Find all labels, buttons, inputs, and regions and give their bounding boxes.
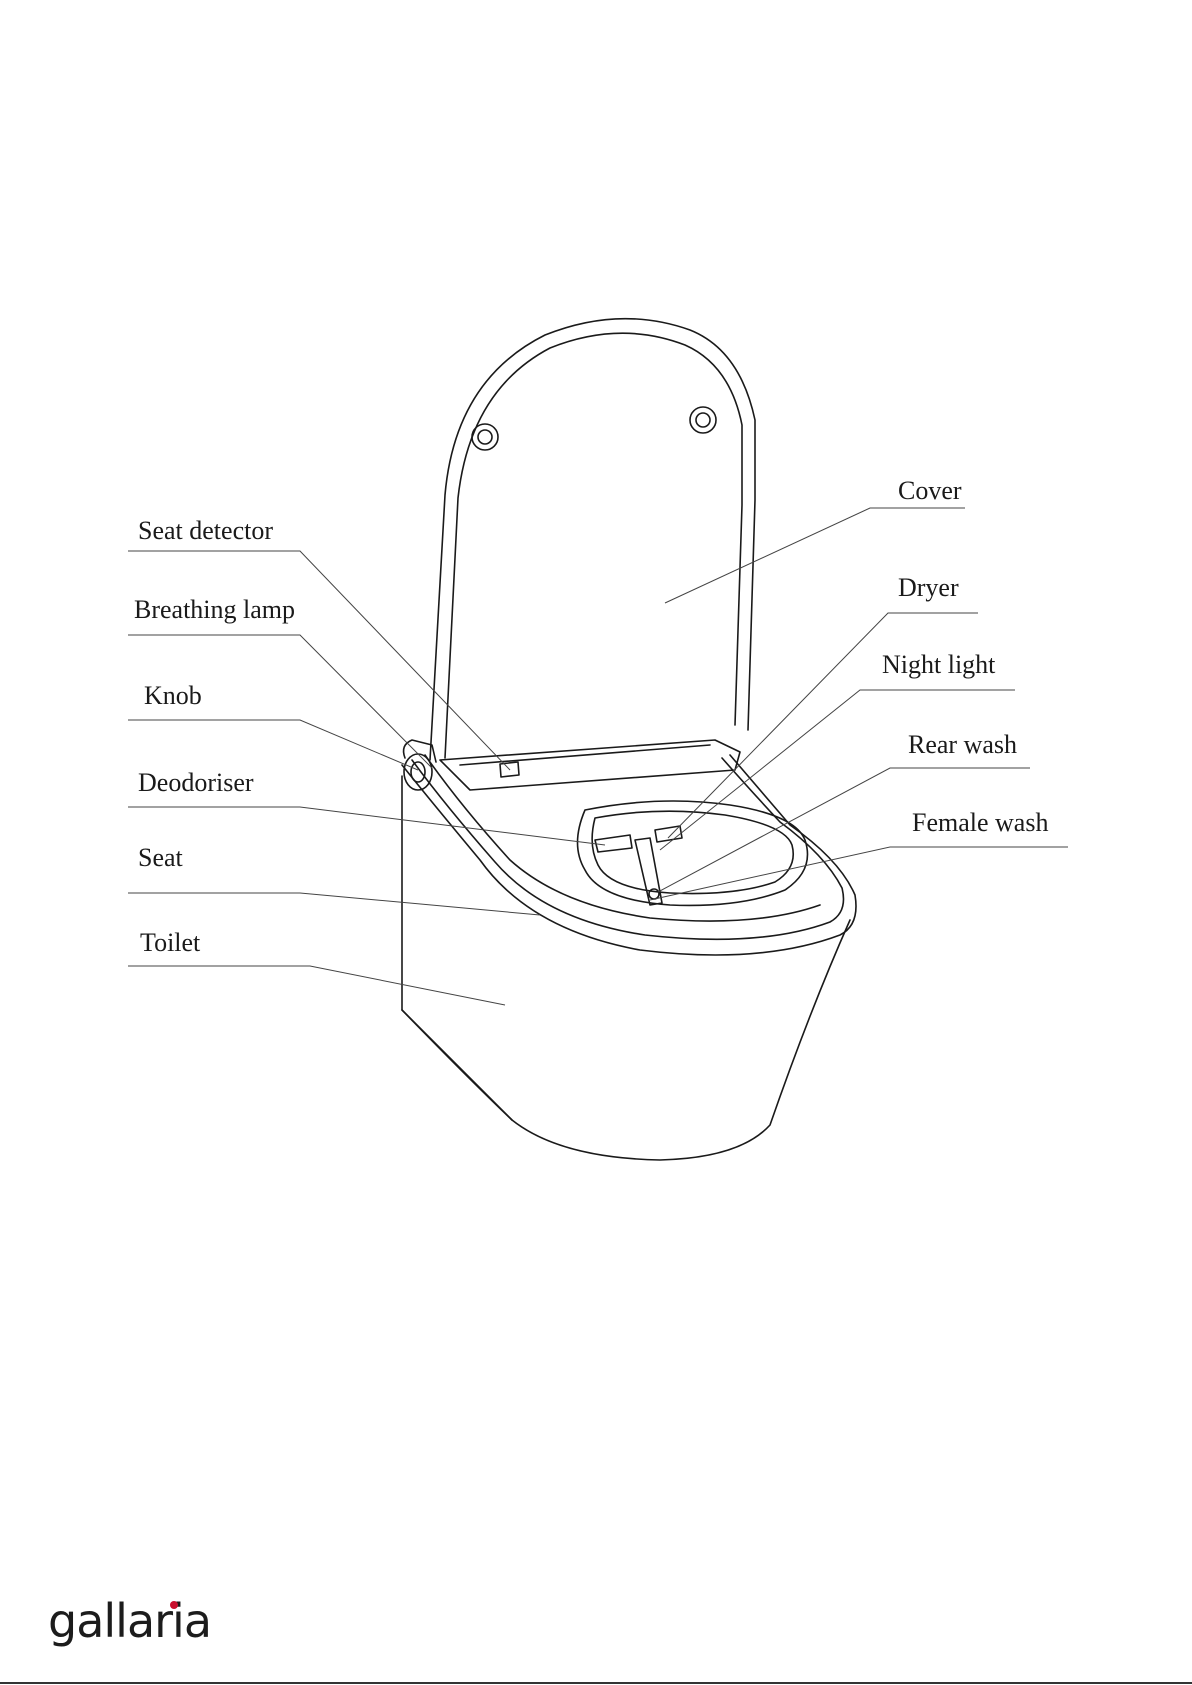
leader-deodoriser: [128, 807, 605, 845]
cover-bumper-right-inner: [696, 413, 710, 427]
footer-rule: [0, 1682, 1192, 1684]
leader-female-wash: [650, 847, 1068, 900]
nozzle-tip: [649, 889, 659, 899]
cover-bumper-left: [472, 424, 498, 450]
toilet-body-side: [402, 1010, 512, 1120]
rear-housing: [440, 740, 740, 790]
leader-knob: [128, 720, 418, 770]
seat-opening-outer: [578, 801, 808, 905]
label-toilet: Toilet: [140, 930, 200, 956]
cover-bumper-left-inner: [478, 430, 492, 444]
rear-housing-top: [460, 745, 710, 765]
brand-logo: gallaria: [48, 1598, 211, 1644]
label-seat-detector: Seat detector: [138, 518, 273, 544]
seat-rim-outer: [402, 755, 856, 955]
label-night-light: Night light: [882, 652, 995, 678]
cover-inner: [445, 333, 742, 758]
label-rear-wash: Rear wash: [908, 732, 1017, 758]
leader-seat: [128, 893, 540, 915]
cover-outer: [430, 319, 755, 760]
label-cover: Cover: [898, 478, 962, 504]
label-dryer: Dryer: [898, 575, 959, 601]
label-knob: Knob: [144, 683, 202, 709]
deodoriser-unit: [595, 835, 632, 852]
label-breathing-lamp: Breathing lamp: [134, 597, 295, 623]
label-seat: Seat: [138, 845, 183, 871]
cover-bumper-right: [690, 407, 716, 433]
brand-logo-dot: [170, 1601, 178, 1609]
leader-seat-detector: [128, 551, 510, 770]
label-deodoriser: Deodoriser: [138, 770, 254, 796]
leader-toilet: [128, 966, 505, 1005]
label-female-wash: Female wash: [912, 810, 1048, 836]
